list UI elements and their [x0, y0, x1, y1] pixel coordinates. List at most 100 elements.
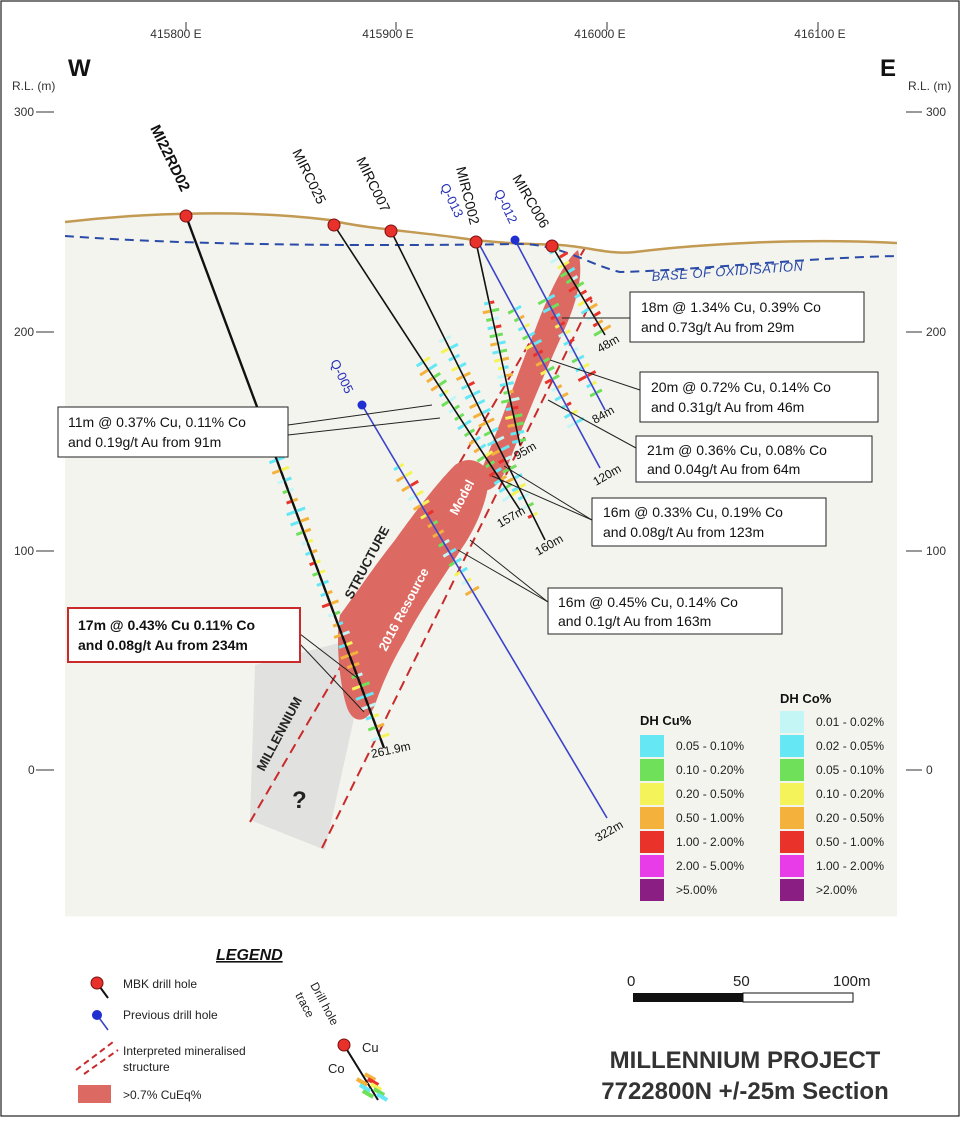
assay-interval	[309, 561, 315, 567]
assay-interval	[528, 501, 535, 507]
co-legend-label: 0.01 - 0.02%	[816, 715, 884, 729]
cu-legend-swatch	[640, 879, 664, 901]
assay-interval	[449, 547, 457, 554]
assay-interval	[513, 317, 520, 323]
assay-interval	[580, 289, 588, 295]
cu-legend-label: 0.05 - 0.10%	[676, 739, 744, 753]
assay-interval	[479, 443, 487, 450]
assay-interval	[453, 571, 461, 577]
assay-interval	[474, 435, 481, 442]
cu-legend-title: DH Cu%	[640, 713, 692, 728]
assay-interval	[498, 340, 506, 345]
assay-interval	[395, 475, 405, 483]
assay-interval	[303, 527, 312, 533]
co-legend-label: 0.02 - 0.05%	[816, 739, 884, 753]
drill-trace-q012	[514, 239, 606, 411]
assay-interval	[427, 523, 433, 529]
assay-interval	[495, 324, 502, 329]
assay-interval	[551, 387, 557, 392]
rl-value-left: 100	[14, 544, 34, 558]
assay-interval	[449, 395, 457, 402]
assay-interval	[450, 366, 459, 372]
rl-axis: 300 300 200 200 100 100 0 0	[14, 105, 946, 777]
assay-interval	[523, 492, 530, 498]
assay-interval	[367, 726, 376, 732]
cu-legend-label: 0.10 - 0.20%	[676, 763, 744, 777]
assay-interval	[517, 495, 524, 501]
assay-interval	[519, 482, 527, 489]
drill-trace-mirc006	[551, 245, 606, 336]
intercept-text: and 0.1g/t Au from 163m	[558, 613, 711, 629]
assay-interval	[423, 356, 431, 363]
assay-interval	[415, 361, 424, 368]
easting-label: 415800 E	[150, 27, 201, 41]
assay-interval	[598, 319, 604, 325]
cu-legend-swatch	[640, 783, 664, 805]
assay-interval	[455, 557, 463, 564]
previous-collar	[357, 400, 367, 410]
assay-interval	[334, 610, 341, 616]
assay-interval	[489, 300, 495, 305]
assay-interval	[441, 400, 449, 408]
assay-interval	[503, 365, 509, 370]
structure-line-upper	[249, 247, 586, 823]
assay-interval	[524, 343, 534, 351]
assay-interval	[591, 380, 597, 386]
assay-interval	[556, 384, 563, 389]
assay-interval	[415, 489, 424, 497]
assay-interval	[351, 684, 361, 691]
assay-interval	[574, 293, 581, 299]
assay-interval	[505, 477, 514, 484]
scale-label: 100m	[833, 973, 871, 990]
assay-interval	[401, 485, 410, 493]
assay-interval	[533, 338, 543, 346]
assay-interval	[407, 494, 416, 502]
resource-model-lower	[337, 460, 489, 720]
assay-interval	[578, 354, 585, 360]
assay-interval	[365, 691, 374, 698]
assay-interval	[514, 413, 523, 418]
assay-interval	[502, 356, 510, 361]
assay-interval	[432, 532, 439, 539]
assay-interval	[542, 357, 550, 363]
assay-interval	[433, 371, 442, 379]
cu-legend-label: 2.00 - 5.00%	[676, 859, 744, 873]
assay-interval	[472, 412, 482, 419]
easting-axis: 415800 E 415900 E 416000 E 416100 E	[150, 22, 846, 41]
map-legend: LEGEND MBK drill hole Previous drill hol…	[75, 947, 389, 1103]
legend-label: MBK drill hole	[123, 977, 197, 991]
assay-interval	[554, 324, 560, 329]
intercept-text: and 0.04g/t Au from 64m	[647, 461, 800, 477]
assay-interval	[556, 264, 564, 270]
assay-interval	[454, 353, 461, 359]
assay-interval	[478, 421, 487, 428]
assay-interval	[438, 542, 444, 548]
assay-interval	[472, 389, 481, 396]
resource-model-upper	[475, 250, 581, 491]
rl-value-left: 0	[28, 763, 35, 777]
assay-interval	[565, 278, 572, 285]
intercept-text: 16m @ 0.33% Cu, 0.19% Co	[603, 504, 783, 520]
assay-interval	[281, 465, 290, 472]
intercept-text: and 0.73g/t Au from 29m	[641, 319, 794, 335]
assay-interval	[505, 455, 512, 461]
assay-interval	[490, 460, 496, 465]
intercept-box-highlight	[67, 607, 301, 663]
assay-interval	[483, 301, 489, 306]
assay-interval	[537, 298, 547, 306]
assay-interval	[493, 358, 501, 363]
assay-interval	[454, 416, 460, 422]
cu-legend: DH Cu% 0.05 - 0.10%0.10 - 0.20%0.20 - 0.…	[640, 713, 744, 901]
assay-interval	[518, 429, 525, 435]
unknown-mark: ?	[292, 787, 307, 814]
assay-interval	[535, 361, 543, 367]
assay-interval	[589, 302, 598, 310]
assay-interval	[550, 315, 556, 321]
east-label: E	[880, 55, 896, 82]
assay-interval	[586, 383, 592, 389]
co-legend-swatch	[780, 783, 804, 805]
assay-interval	[427, 509, 434, 516]
assay-interval	[327, 613, 334, 618]
scale-segment-dark	[633, 993, 743, 1002]
